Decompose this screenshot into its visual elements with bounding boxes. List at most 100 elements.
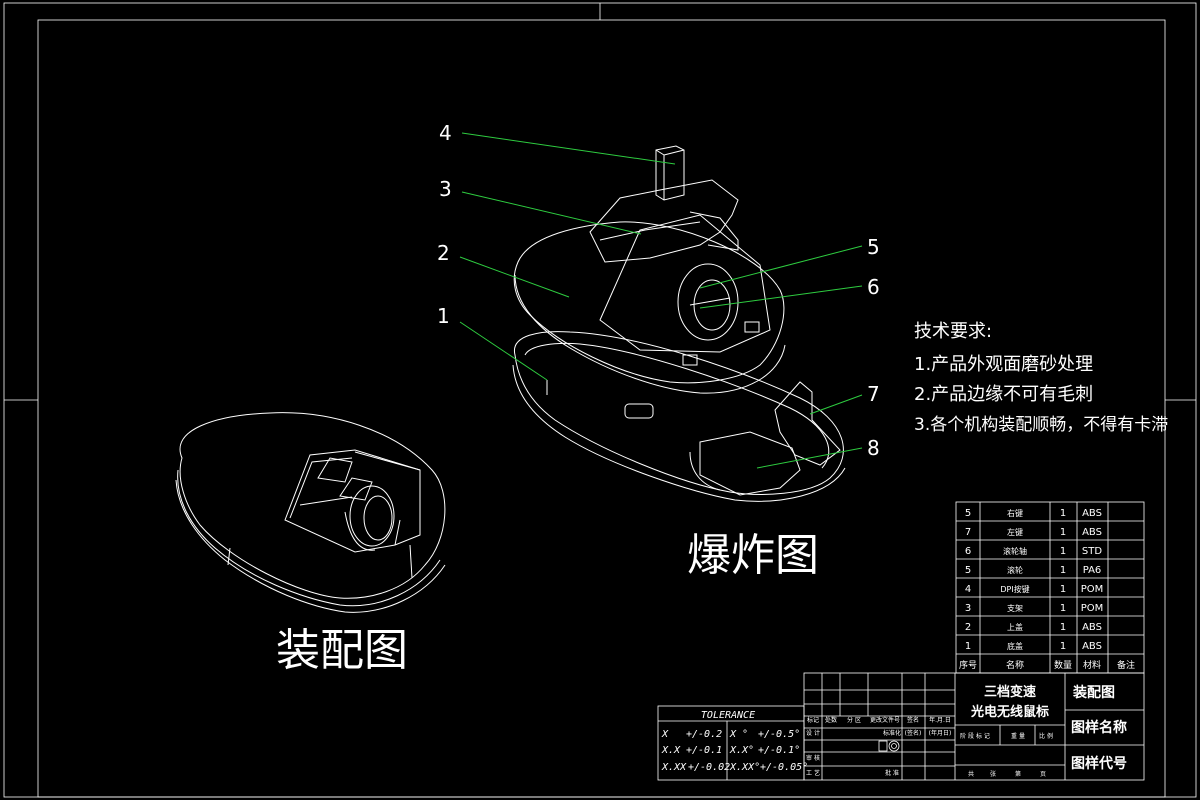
svg-text:X: X	[661, 729, 669, 740]
tech-requirement-item: 1.产品外观面磨砂处理	[914, 354, 1093, 375]
bom-cell-no: 4	[965, 584, 971, 595]
assembled-mouse-drawing	[175, 412, 446, 613]
bom-cell-no: 7	[965, 527, 971, 538]
row-approve: 批 准	[885, 769, 899, 777]
bom-cell-material: POM	[1081, 603, 1104, 614]
stage-header: 比 例	[1039, 732, 1053, 740]
bom-row: 4 DPI按键 1 POM	[965, 584, 1103, 595]
bom-header-remark: 备注	[1117, 659, 1135, 671]
callout-6: 6	[867, 275, 880, 299]
tech-requirements-heading: 技术要求:	[914, 321, 992, 342]
bom-cell-no: 3	[965, 603, 971, 614]
tolerance-title: TOLERANCE	[701, 710, 755, 721]
bom-header-qty: 数量	[1054, 659, 1072, 671]
tech-requirement-item: 3.各个机构装配顺畅，不得有卡滞	[914, 415, 1168, 435]
row-design: 设 计	[806, 729, 820, 737]
bom-cell-no: 1	[965, 641, 971, 652]
callout-numbers: 4 3 2 1 5 6 7 8	[437, 121, 880, 460]
bom-cell-material: ABS	[1082, 622, 1102, 633]
callout-4: 4	[439, 121, 452, 145]
bom-header-name: 名称	[1006, 659, 1024, 671]
sheet-header: 页	[1040, 771, 1046, 778]
row-sign: (签名)	[905, 729, 922, 737]
bom-cell-no: 5	[965, 508, 971, 519]
tech-requirement-item: 2.产品边缘不可有毛刺	[914, 384, 1093, 405]
callout-5: 5	[867, 235, 880, 259]
bom-cell-no: 5	[965, 565, 971, 576]
bom-cell-material: ABS	[1082, 527, 1102, 538]
assembly-view-caption: 装配图	[276, 625, 408, 676]
bom-header-no: 序号	[959, 659, 977, 671]
svg-text:+/-0.1: +/-0.1	[686, 745, 722, 756]
svg-text:+/-0.2: +/-0.2	[686, 729, 722, 740]
rev-header: 分 区	[847, 716, 861, 724]
tech-requirements: 技术要求: 1.产品外观面磨砂处理 2.产品边缘不可有毛刺 3.各个机构装配顺畅…	[914, 321, 1168, 435]
bom-cell-qty: 1	[1060, 508, 1066, 519]
tolerance-table: TOLERANCE X +/-0.2 X ° +/-0.5° X.X +/-0.…	[657, 705, 808, 781]
bom-cell-material: ABS	[1082, 508, 1102, 519]
bom-cell-material: ABS	[1082, 641, 1102, 652]
bom-header-row: 序号 名称 数量 材料 备注	[959, 659, 1135, 671]
tolerance-row: X +/-0.2 X ° +/-0.5°	[661, 729, 800, 740]
drawing-name: 图样名称	[1071, 719, 1127, 736]
projection-symbol-icon	[878, 740, 900, 752]
stage-header: 阶 段 标 记	[960, 732, 990, 740]
bom-cell-material: POM	[1081, 584, 1104, 595]
callout-7: 7	[867, 382, 880, 406]
rev-header: 年.月.日	[929, 716, 951, 724]
svg-text:X.XX°: X.XX°	[729, 762, 760, 773]
svg-text:X °: X °	[729, 729, 748, 740]
bom-cell-qty: 1	[1060, 565, 1066, 576]
tolerance-row: X.XX +/-0.02 X.XX° +/-0.05°	[661, 762, 808, 773]
bom-cell-name: 滚轮轴	[1003, 546, 1027, 556]
bom-cell-material: PA6	[1083, 565, 1102, 576]
svg-text:+/-0.02: +/-0.02	[688, 762, 730, 773]
sheet-header: 张	[990, 770, 996, 778]
bom-cell-name: 底盖	[1007, 641, 1023, 651]
callout-leaders	[459, 132, 863, 469]
bom-cell-name: 支架	[1007, 603, 1023, 613]
bom-cell-name: 滚轮	[1007, 565, 1023, 575]
callout-1: 1	[437, 304, 450, 328]
callout-3: 3	[439, 177, 452, 201]
row-review: 审 核	[806, 754, 820, 762]
sheet-header: 共	[968, 770, 974, 778]
svg-text:X.X°: X.X°	[729, 745, 754, 756]
bom-cell-qty: 1	[1060, 546, 1066, 557]
bom-row: 2 上盖 1 ABS	[965, 622, 1102, 633]
drawing-frame	[3, 2, 1197, 798]
bom-row: 3 支架 1 POM	[965, 603, 1103, 614]
svg-text:X.XX: X.XX	[661, 762, 687, 773]
sheet-header: 第	[1015, 770, 1021, 778]
bom-cell-name: 上盖	[1007, 622, 1023, 632]
drawing-code: 图样代号	[1071, 755, 1127, 772]
title-block: 标记 处数 分 区 更改文件号 签名 年.月.日 设 计 标准化 (签名) (年…	[803, 672, 1145, 781]
bom-cell-name: DPI按键	[1000, 584, 1029, 594]
svg-text:X.X: X.X	[661, 745, 681, 756]
bom-cell-material: STD	[1082, 546, 1102, 557]
svg-text:+/-0.5°: +/-0.5°	[758, 729, 800, 740]
exploded-view-caption: 爆炸图	[687, 530, 819, 581]
drawing-type: 装配图	[1072, 684, 1115, 701]
product-name-line1: 三档变速	[984, 684, 1036, 700]
svg-text:+/-0.1°: +/-0.1°	[758, 745, 800, 756]
bom-row: 5 滚轮 1 PA6	[965, 565, 1101, 576]
callout-8: 8	[867, 436, 880, 460]
stage-header: 重 量	[1011, 732, 1025, 740]
bom-header-material: 材料	[1083, 659, 1101, 671]
bom-row: 5 右键 1 ABS	[965, 508, 1102, 519]
bom-cell-name: 右键	[1007, 508, 1023, 518]
bom-cell-qty: 1	[1060, 584, 1066, 595]
bom-cell-qty: 1	[1060, 622, 1066, 633]
row-standard: 标准化	[883, 729, 901, 737]
bom-cell-qty: 1	[1060, 603, 1066, 614]
rev-header: 签名	[907, 716, 919, 724]
bom-cell-no: 2	[965, 622, 971, 633]
bom-cell-qty: 1	[1060, 641, 1066, 652]
rev-header: 更改文件号	[870, 716, 900, 724]
product-name-line2: 光电无线鼠标	[970, 704, 1049, 720]
